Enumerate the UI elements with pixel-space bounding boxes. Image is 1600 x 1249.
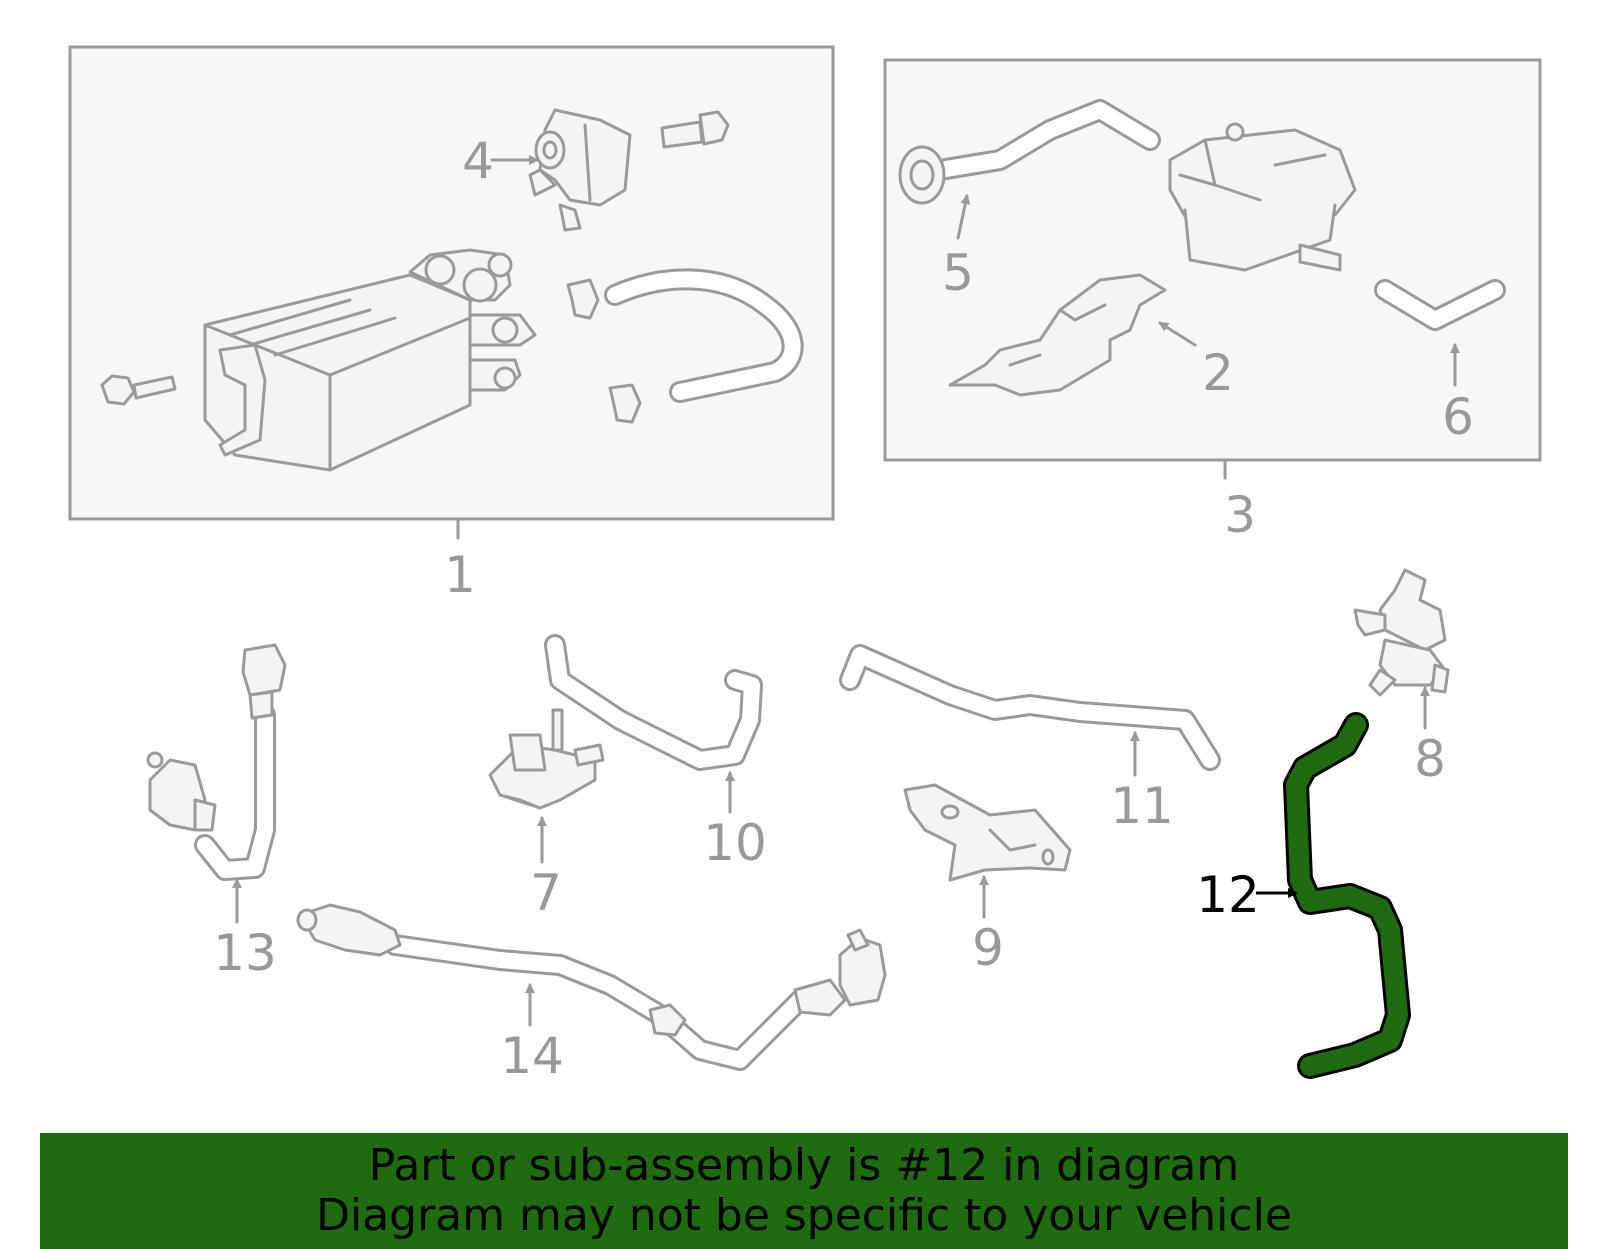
callout-11: 11 [1110, 777, 1174, 835]
callout-10: 10 [703, 814, 767, 872]
callout-7: 7 [530, 864, 562, 922]
banner-line-2: Diagram may not be specific to your vehi… [316, 1190, 1292, 1241]
info-banner: Part or sub-assembly is #12 in diagram D… [40, 1133, 1568, 1249]
part-10-hose [544, 634, 763, 771]
part-2-bracket [948, 273, 1167, 397]
callout-8: 8 [1414, 730, 1446, 788]
banner-line-1: Part or sub-assembly is #12 in diagram [368, 1140, 1240, 1191]
part-8-sensor [1353, 568, 1450, 697]
callout-arrows [232, 155, 1460, 1027]
callout-13: 13 [213, 924, 277, 982]
callout-12: 12 [1196, 866, 1260, 924]
callout-14: 14 [500, 1027, 564, 1085]
vsv-valve [528, 108, 632, 232]
part-7-valve [488, 708, 605, 810]
charcoal-canister [203, 248, 537, 472]
part-5-hose [898, 99, 1161, 205]
canister-bolt [100, 374, 177, 406]
canister-hose [566, 268, 804, 424]
callout-6: 6 [1442, 388, 1474, 446]
part-9-bracket [903, 783, 1072, 882]
part-3-reservoir [1168, 122, 1357, 272]
callout-1: 1 [444, 546, 476, 604]
part-13-oxygen-sensor [146, 643, 287, 881]
part-11-hose [839, 644, 1221, 771]
callout-3: 3 [1224, 486, 1256, 544]
valve-bolt [660, 110, 730, 149]
callout-4: 4 [462, 132, 494, 190]
callout-5: 5 [942, 244, 974, 302]
callout-9: 9 [972, 919, 1004, 977]
callout-2: 2 [1202, 344, 1234, 402]
part-12-hose-highlighted[interactable] [1283, 712, 1411, 1079]
part-6-hose [1374, 279, 1506, 331]
part-14-oxygen-sensor [296, 903, 887, 1071]
